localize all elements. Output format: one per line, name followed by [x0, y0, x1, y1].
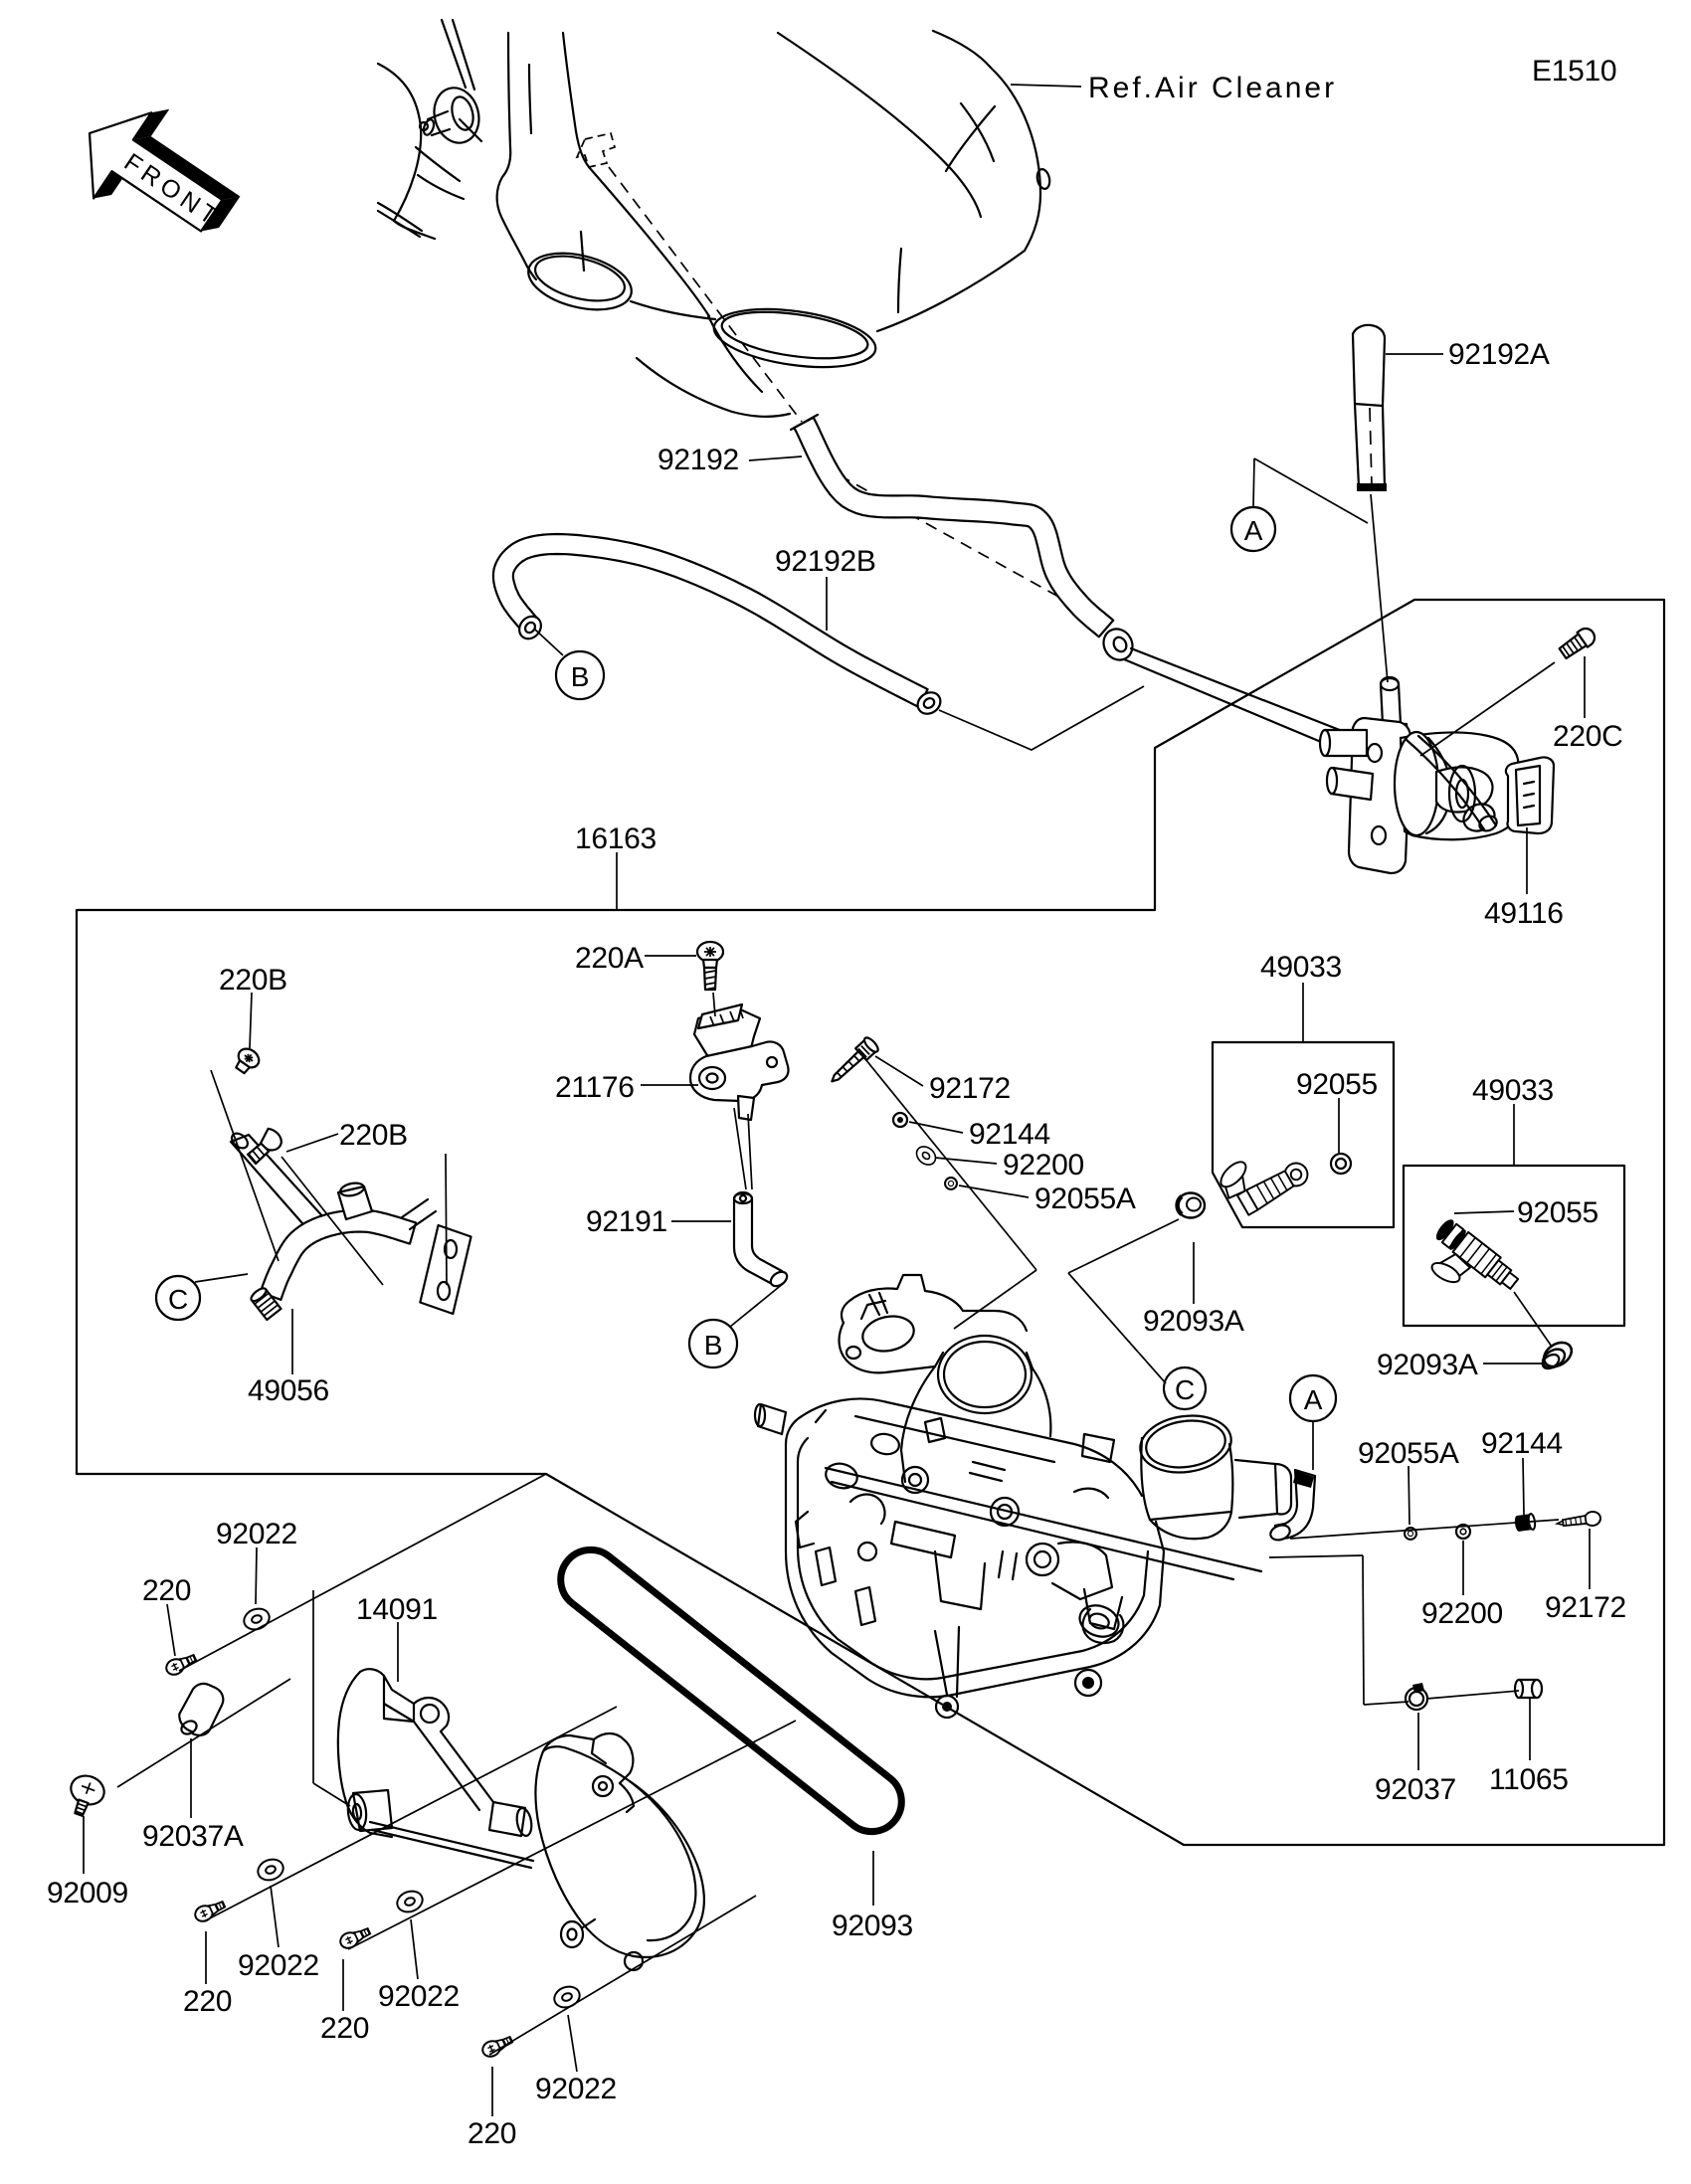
svg-text:Ref.Air Cleaner: Ref.Air Cleaner	[1088, 72, 1337, 104]
svg-text:14091: 14091	[356, 1593, 438, 1626]
svg-text:E1510: E1510	[1532, 55, 1616, 88]
svg-text:92022: 92022	[535, 2073, 617, 2105]
svg-text:C: C	[1175, 1374, 1195, 1405]
svg-text:92172: 92172	[1545, 1591, 1626, 1624]
svg-text:21176: 21176	[555, 1071, 635, 1104]
svg-text:B: B	[704, 1330, 722, 1361]
svg-text:49033: 49033	[1472, 1074, 1554, 1107]
svg-text:220B: 220B	[219, 964, 287, 997]
svg-text:49056: 49056	[248, 1374, 329, 1407]
svg-text:A: A	[1244, 515, 1263, 546]
svg-text:92093A: 92093A	[1377, 1349, 1478, 1381]
svg-text:92037: 92037	[1375, 1773, 1456, 1806]
svg-text:220: 220	[320, 2012, 369, 2045]
svg-text:92022: 92022	[378, 1980, 460, 2013]
svg-text:220: 220	[183, 1985, 232, 2018]
svg-text:92192A: 92192A	[1448, 338, 1550, 371]
svg-text:92022: 92022	[216, 1518, 297, 1550]
svg-text:220C: 220C	[1553, 720, 1623, 753]
svg-text:92093: 92093	[832, 1910, 913, 1942]
svg-text:92009: 92009	[47, 1877, 128, 1910]
svg-text:92172: 92172	[929, 1072, 1011, 1105]
svg-text:220: 220	[142, 1574, 191, 1607]
svg-text:220B: 220B	[339, 1119, 408, 1152]
svg-text:C: C	[168, 1284, 188, 1315]
svg-text:92055A: 92055A	[1358, 1437, 1459, 1470]
svg-text:92037A: 92037A	[142, 1820, 244, 1853]
svg-text:92192: 92192	[658, 444, 739, 476]
svg-text:92055A: 92055A	[1034, 1183, 1136, 1215]
svg-text:16163: 16163	[575, 822, 657, 855]
svg-text:92192B: 92192B	[775, 545, 876, 578]
svg-text:220A: 220A	[575, 942, 644, 975]
svg-text:92200: 92200	[1003, 1149, 1084, 1182]
svg-text:49116: 49116	[1484, 897, 1564, 930]
svg-text:220: 220	[468, 2117, 516, 2150]
svg-text:92055: 92055	[1517, 1196, 1598, 1229]
svg-text:92144: 92144	[969, 1118, 1050, 1151]
svg-text:92191: 92191	[586, 1205, 667, 1238]
svg-text:A: A	[1304, 1384, 1323, 1415]
svg-text:92144: 92144	[1481, 1427, 1563, 1460]
svg-text:92055: 92055	[1296, 1068, 1378, 1101]
svg-text:11065: 11065	[1489, 1763, 1569, 1796]
svg-text:92093A: 92093A	[1143, 1305, 1244, 1338]
svg-text:92200: 92200	[1421, 1597, 1503, 1630]
svg-text:49033: 49033	[1260, 951, 1342, 984]
svg-text:B: B	[571, 661, 589, 692]
svg-text:92022: 92022	[238, 1949, 319, 1982]
